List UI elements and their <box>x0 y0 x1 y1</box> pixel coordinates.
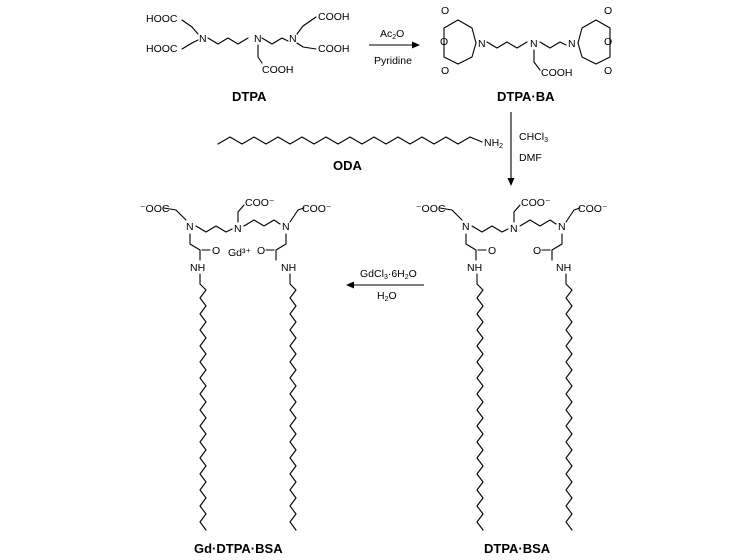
dtpa-bsa-nh-right: NH <box>556 262 571 274</box>
oda-structure: NH2 ODA <box>217 136 503 173</box>
gd-bsa-ooc-left: ⁻OOC <box>140 203 170 215</box>
dtpa-ba-o-ring-right: O <box>604 36 612 48</box>
dtpa-ba-o-carbonyl-bl: O <box>441 65 449 77</box>
dtpa-bsa-o-left: O <box>488 245 496 257</box>
gd-bsa-nh-left: NH <box>190 262 205 274</box>
dtpa-ba-o-carbonyl-br: O <box>604 65 612 77</box>
dtpa-ba-structure: O O O N N COOH N O O O DTPA·BA <box>440 5 612 104</box>
reaction-step-2: CHCl3 DMF <box>507 112 548 186</box>
dtpa-ba-o-carbonyl-tr: O <box>604 5 612 17</box>
dtpa-hooc-bottom: HOOC <box>146 43 178 55</box>
step2-solvent: DMF <box>519 152 542 164</box>
dtpa-bsa-coo-center: COO⁻ <box>521 197 550 209</box>
dtpa-ba-n-right: N <box>568 38 576 50</box>
dtpa-bsa-n-left: N <box>462 221 470 233</box>
dtpa-n-right: N <box>289 33 297 45</box>
step3-reagent: GdCl3·6H2O <box>360 268 417 281</box>
gd-bsa-coo-center: COO⁻ <box>245 197 274 209</box>
gd-bsa-nh-right: NH <box>281 262 296 274</box>
gd-bsa-o-right: O <box>257 245 265 257</box>
oda-nh2: NH2 <box>484 137 503 150</box>
step2-reagent: CHCl3 <box>519 131 548 144</box>
dtpa-bsa-o-right: O <box>533 245 541 257</box>
gd-bsa-coo-right: COO⁻ <box>302 203 331 215</box>
dtpa-bsa-n-center: N <box>510 223 518 235</box>
step3-solvent: H2O <box>377 290 397 303</box>
gd-dtpa-bsa-structure: ⁻OOC N N COO⁻ N COO⁻ Gd³⁺ O NH O NH Gd·D… <box>140 197 331 556</box>
dtpa-n-left: N <box>199 33 207 45</box>
dtpa-ba-cooh: COOH <box>541 67 573 79</box>
gd-ion: Gd³⁺ <box>228 247 251 259</box>
dtpa-ba-n-center: N <box>530 38 538 50</box>
dtpa-bsa-ooc-left: ⁻OOC <box>416 203 446 215</box>
reaction-step-1: Ac2O Pyridine <box>369 28 420 67</box>
dtpa-ba-n-left: N <box>478 38 486 50</box>
gd-bsa-n-right: N <box>282 221 290 233</box>
dtpa-bsa-coo-right: COO⁻ <box>578 203 607 215</box>
dtpa-bsa-n-right: N <box>558 221 566 233</box>
dtpa-hooc-top: HOOC <box>146 13 178 25</box>
dtpa-cooh-center: COOH <box>262 64 294 76</box>
reaction-step-3: GdCl3·6H2O H2O <box>346 268 424 303</box>
dtpa-ba-o-carbonyl-tl: O <box>441 5 449 17</box>
dtpa-cooh-bottom: COOH <box>318 43 350 55</box>
dtpa-structure: HOOC HOOC N N N COOH COOH COOH DTPA <box>146 11 350 104</box>
dtpa-label: DTPA <box>232 89 267 104</box>
dtpa-ba-label: DTPA·BA <box>497 89 555 104</box>
step1-solvent: Pyridine <box>374 55 412 67</box>
dtpa-ba-o-ring-left: O <box>440 36 448 48</box>
step1-reagent: Ac2O <box>380 28 404 41</box>
oda-label: ODA <box>333 158 363 173</box>
dtpa-bsa-label: DTPA·BSA <box>484 541 551 556</box>
gd-bsa-o-left: O <box>212 245 220 257</box>
dtpa-bsa-structure: ⁻OOC N N COO⁻ N COO⁻ O NH O NH DTPA·BSA <box>416 197 607 556</box>
dtpa-n-center: N <box>254 33 262 45</box>
dtpa-bsa-nh-left: NH <box>467 262 482 274</box>
gd-bsa-n-left: N <box>186 221 194 233</box>
dtpa-cooh-top: COOH <box>318 11 350 23</box>
gd-bsa-n-center: N <box>234 223 242 235</box>
gd-dtpa-bsa-label: Gd·DTPA·BSA <box>194 541 283 556</box>
